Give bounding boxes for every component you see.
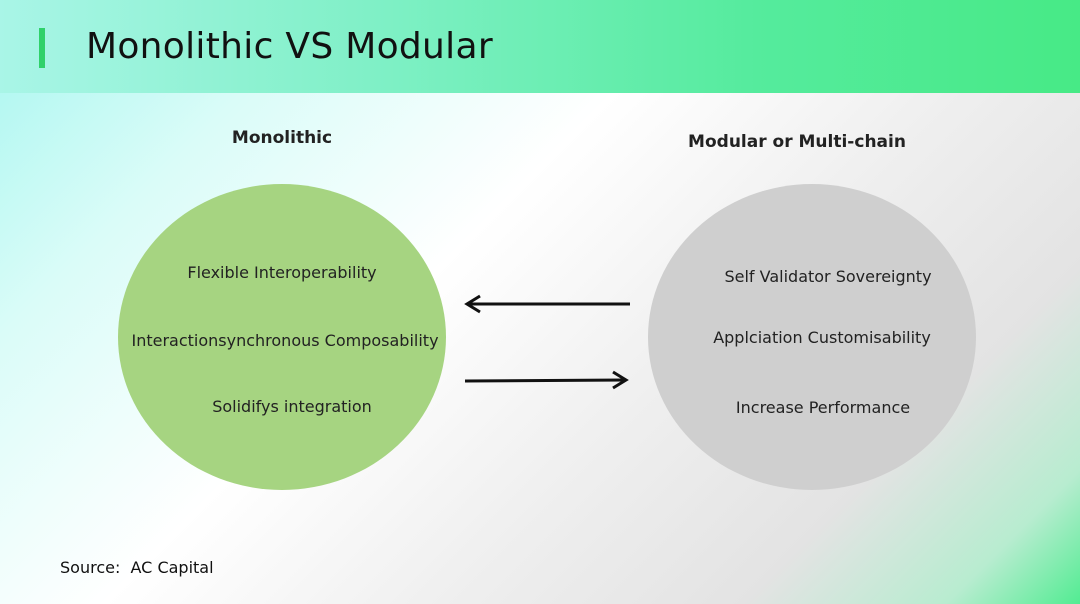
monolithic-item: Solidifys integration <box>212 397 372 416</box>
arrow-left-icon <box>464 294 630 314</box>
source-value: AC Capital <box>130 558 214 577</box>
modular-item: Applciation Customisability <box>713 328 931 347</box>
modular-circle <box>648 184 976 490</box>
modular-item: Self Validator Sovereignty <box>724 267 932 286</box>
page-title: Monolithic VS Modular <box>86 26 493 67</box>
monolithic-item: Flexible Interoperability <box>187 263 377 282</box>
monolithic-item: Interactionsynchronous Composability <box>131 331 439 350</box>
monolithic-circle <box>118 184 446 490</box>
modular-title: Modular or Multi-chain <box>688 132 906 152</box>
modular-item: Increase Performance <box>735 398 911 417</box>
header-bar: Monolithic VS Modular <box>0 0 1080 93</box>
monolithic-title: Monolithic <box>231 128 333 148</box>
source-label: Source: <box>60 558 121 577</box>
source-note: Source: AC Capital <box>60 558 214 577</box>
header-accent-bar <box>39 28 45 68</box>
arrow-right-icon <box>464 370 629 390</box>
